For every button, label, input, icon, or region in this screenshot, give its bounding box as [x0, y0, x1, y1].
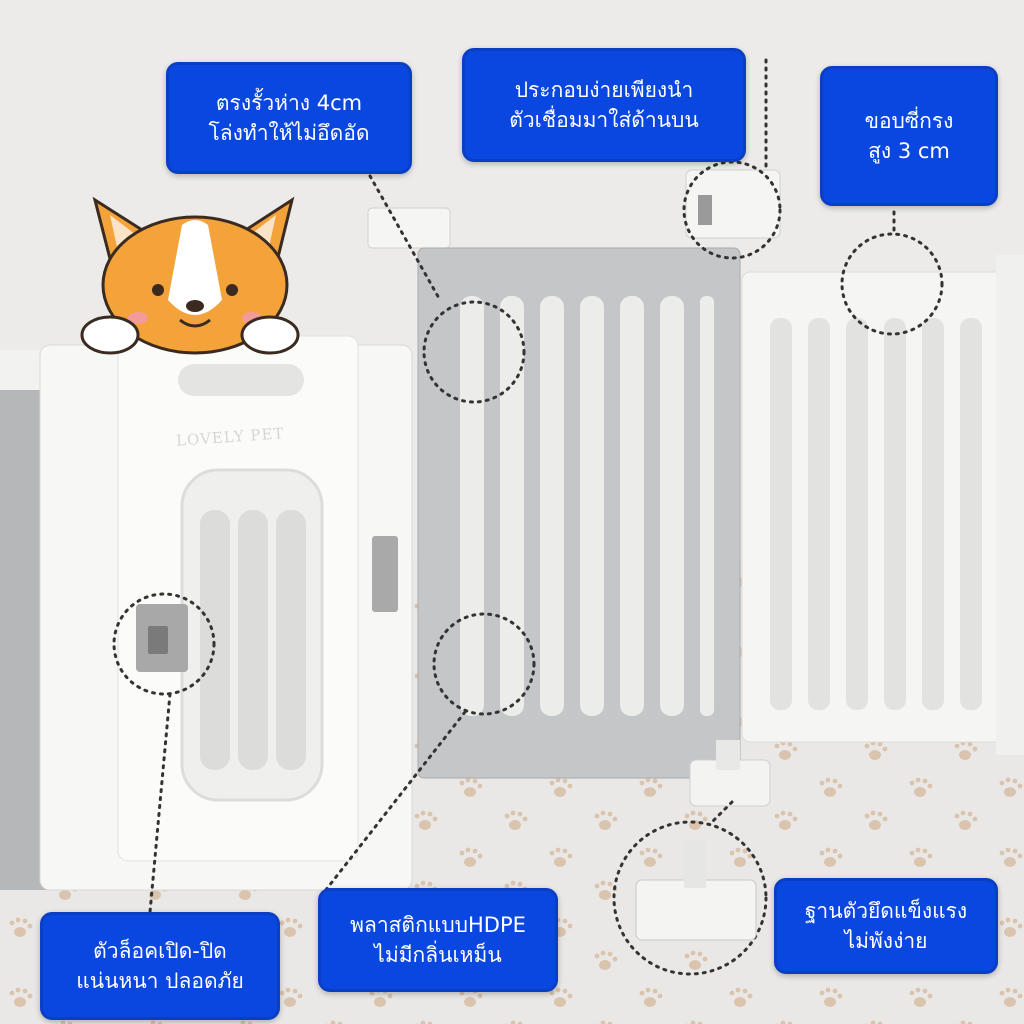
base-zoom-detail [635, 840, 757, 941]
highlight-circle-gap [422, 300, 526, 404]
callout-gap-line2: โล่งทำให้ไม่อึดอัด [208, 121, 370, 145]
highlight-circle-lock [112, 592, 216, 696]
callout-edge-line2: สูง 3 cm [868, 139, 950, 163]
callout-edge-line1: ขอบซี่กรง [864, 109, 954, 133]
fence-panel-center-gray [417, 247, 741, 779]
callout-base-line1: ฐานตัวยึดแข็งแรง [804, 899, 968, 923]
callout-gap: ตรงรั้วห่าง 4cm โล่งทำให้ไม่อึดอัด [166, 62, 412, 174]
top-connector-left [367, 207, 451, 249]
callout-plastic-line1: พลาสติกแบบHDPE [350, 913, 526, 937]
callout-assembly-line1: ประกอบง่ายเพียงนำ [514, 78, 694, 102]
fence-panel-right [741, 255, 1024, 755]
callout-gap-line1: ตรงรั้วห่าง 4cm [215, 91, 363, 115]
callout-plastic-line2: ไม่มีกลิ่นเหม็น [374, 943, 502, 967]
callout-assembly: ประกอบง่ายเพียงนำ ตัวเชื่อมมาใส่ด้านบน [462, 48, 746, 162]
callout-edge: ขอบซี่กรง สูง 3 cm [820, 66, 998, 206]
callout-plastic: พลาสติกแบบHDPE ไม่มีกลิ่นเหม็น [318, 888, 558, 992]
highlight-circle-plastic [432, 612, 536, 716]
callout-lock: ตัวล็อคเปิด-ปิด แน่นหนา ปลอดภัย [40, 912, 280, 1020]
highlight-circle-edge [840, 232, 944, 336]
callout-lock-line2: แน่นหนา ปลอดภัย [76, 969, 244, 993]
leader-lines [148, 58, 896, 914]
corgi-illustration [80, 196, 300, 355]
highlight-circle-base [612, 820, 768, 976]
callout-assembly-line2: ตัวเชื่อมมาใส่ด้านบน [509, 108, 699, 132]
highlight-circle-connector [682, 160, 782, 260]
fence-door-panel [39, 335, 413, 891]
callout-base: ฐานตัวยึดแข็งแรง ไม่พังง่าย [774, 878, 998, 974]
base-foot [689, 740, 771, 807]
callout-lock-line1: ตัวล็อคเปิด-ปิด [93, 939, 227, 963]
callout-base-line2: ไม่พังง่าย [844, 929, 928, 953]
